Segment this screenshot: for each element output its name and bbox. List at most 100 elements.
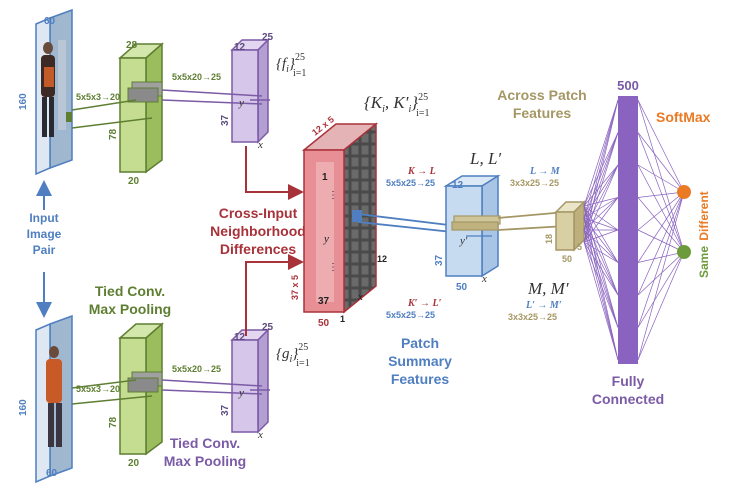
input-image-bottom — [35, 314, 73, 484]
conv2-bottom-dim-a: 12 — [234, 332, 246, 343]
cross-dim-bottom: 50 — [318, 318, 330, 329]
patch-label-line2: Summary — [388, 353, 452, 369]
fc-input-connection — [583, 99, 619, 219]
set-l: L, L′ — [469, 149, 501, 168]
fc-connections — [583, 99, 685, 361]
patch-dim-left: 37 — [434, 254, 445, 266]
conv1-label-line2: Max Pooling — [89, 301, 171, 317]
softmax-node-same — [677, 245, 691, 259]
input-bottom-dim-w: 60 — [46, 468, 58, 479]
fc-label-line2: Connected — [592, 391, 664, 407]
cross-label-line1: Cross-Input — [219, 205, 298, 221]
across-kernel-bottom: 3x3x25→25 — [508, 312, 557, 322]
conv2-top-x: x — [257, 139, 263, 151]
fc-layer — [618, 96, 638, 364]
across-dim-right: 5 — [577, 242, 582, 252]
fc-input-connection — [583, 205, 619, 361]
fc-output-connection — [637, 191, 685, 328]
patch-label-line3: Features — [391, 371, 450, 387]
conv1-bottom-ray-b — [71, 395, 153, 405]
softmax-node-different — [677, 185, 691, 199]
conv2-label-line2: Max Pooling — [164, 453, 246, 469]
fc-input-connection — [583, 132, 619, 219]
input-top-dim-h: 160 — [18, 93, 29, 110]
fc-output-connection — [637, 132, 685, 193]
conv2-bottom-kernel: 5x5x20→25 — [172, 364, 221, 374]
fc-units: 500 — [617, 78, 639, 93]
set-m: M, M′ — [527, 279, 569, 298]
conv2-top-dim-left: 37 — [220, 114, 231, 126]
conv2-top-kernel: 5x5x20→25 — [172, 72, 221, 82]
fc-output-connection — [637, 197, 685, 253]
conv1-top-dim-left: 78 — [108, 128, 119, 140]
conv1-top-ray-b — [71, 117, 153, 129]
input-image-top — [35, 8, 73, 176]
conv2-top-ray-b — [161, 99, 263, 105]
softmax-out-same: Same — [697, 246, 711, 278]
patch-op-top: K → L — [407, 166, 436, 177]
patch-dim-top: 12 — [452, 180, 464, 191]
cross-label-line3: Differences — [220, 241, 296, 257]
conv2-top-y: y — [238, 97, 244, 109]
cross-col-x: x — [357, 291, 363, 303]
conv1-top-patch — [66, 112, 72, 122]
conv2-bottom-ray-a — [161, 379, 263, 387]
conv1-bottom-ray-a — [71, 379, 137, 389]
fc-input-connection — [583, 99, 619, 207]
cross-arrow-bottom — [245, 254, 304, 336]
fc-output-connection — [637, 99, 685, 193]
across-dim-left: 18 — [544, 234, 554, 244]
fc-input-connection — [583, 217, 619, 328]
fc-input-connection — [583, 217, 619, 361]
patch-op-bottom: K′ → L′ — [407, 298, 442, 309]
across-ray-b — [497, 225, 567, 231]
across-label-line1: Across Patch — [497, 87, 586, 103]
fc-input-connection — [583, 229, 619, 243]
cross-col-1: 1 — [340, 314, 345, 324]
across-label-line2: Features — [513, 105, 572, 121]
patch-block — [443, 174, 501, 278]
fc-output-connection — [637, 229, 685, 253]
patch-dim-bottom: 50 — [456, 282, 468, 293]
patch-y: y′ — [459, 235, 468, 247]
fc-input-connection — [583, 197, 619, 219]
conv2-bottom-dim-b: 25 — [262, 322, 274, 333]
across-kernel-top: 3x3x25→25 — [510, 178, 559, 188]
fc-input-connection — [583, 164, 619, 231]
fc-output-connection — [637, 251, 685, 263]
across-block — [554, 200, 586, 252]
conv1-bottom-kernel: 5x5x3→20 — [76, 384, 120, 394]
fc-input-connection — [583, 197, 619, 243]
input-label-line3: Pair — [33, 243, 56, 257]
conv2-label-line1: Tied Conv. — [170, 435, 240, 451]
fc-input-connection — [583, 132, 619, 207]
conv1-top-dim-bottom: 20 — [128, 176, 140, 187]
fc-output-connection — [637, 99, 685, 253]
patch-kernel-top: 5x5x25→25 — [386, 178, 435, 188]
cross-row-1: 1 — [322, 172, 328, 183]
cross-block — [301, 122, 379, 314]
conv1-block-top — [118, 42, 164, 174]
fc-output-connection — [637, 251, 685, 361]
conv2-top-ray-a — [161, 89, 263, 97]
conv2-top-dim-b: 25 — [262, 32, 274, 43]
patch-x: x — [481, 273, 487, 285]
conv1-bottom-dim-bottom: 20 — [128, 458, 140, 469]
fc-input-connection — [583, 205, 619, 231]
conv2-bottom-dim-left: 37 — [220, 404, 231, 416]
fc-output-connection — [637, 191, 685, 361]
fc-output-connection — [637, 191, 685, 231]
conv1-top-ray-a — [71, 99, 137, 111]
fc-input-connection — [583, 99, 619, 231]
cross-row-37: 37 — [318, 296, 330, 307]
fc-input-connection — [583, 164, 619, 207]
fc-input-connection — [583, 197, 619, 207]
cross-row-dots-a: ⋮ — [328, 190, 338, 201]
patch-label-line1: Patch — [401, 335, 439, 351]
fc-output-connection — [637, 132, 685, 253]
conv2-bottom-ray-b — [161, 389, 263, 395]
fc-input-connection — [583, 241, 619, 328]
